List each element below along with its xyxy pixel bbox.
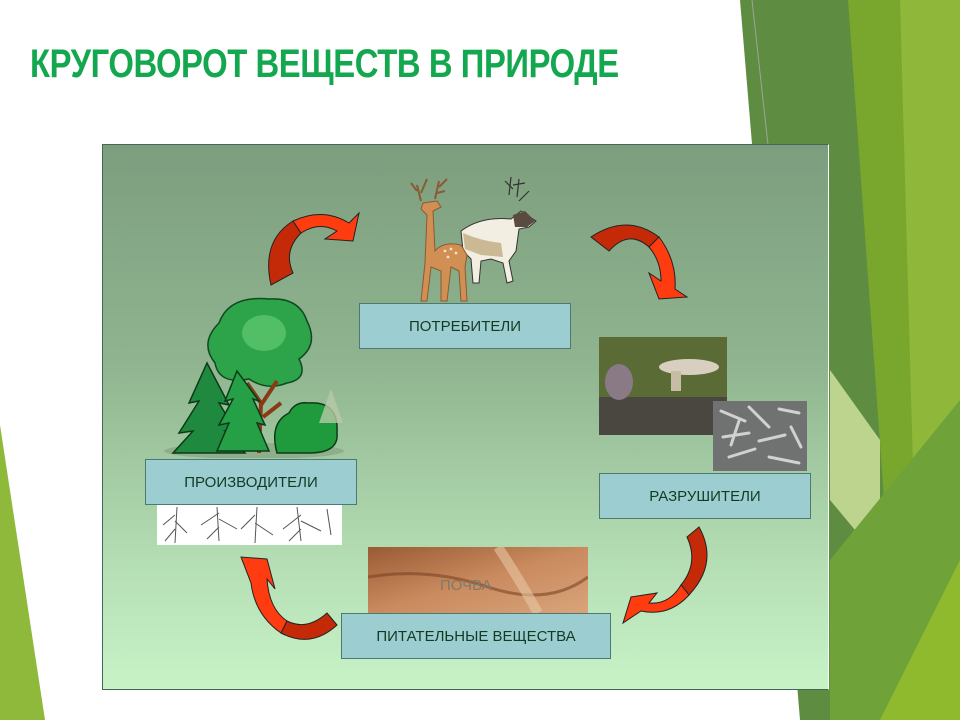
slide-title: КРУГОВОРОТ ВЕЩЕСТВ В ПРИРОДЕ xyxy=(30,42,619,86)
cycle-diagram-panel: ПОТРЕБИТЕЛИ ПРОИЗВОДИТЕЛИ РАЗРУШИТЕЛИ xyxy=(102,144,829,690)
consumers-label: ПОТРЕБИТЕЛИ xyxy=(359,303,571,349)
mushroom-bacteria-icon xyxy=(599,337,807,471)
arrow-producers-to-consumers xyxy=(268,211,360,286)
arrow-consumers-to-decomposers xyxy=(590,224,689,300)
trees-icon xyxy=(164,297,344,458)
soil-icon xyxy=(368,547,588,613)
roots-icon xyxy=(157,505,342,545)
nutrients-label: ПИТАТЕЛЬНЫЕ ВЕЩЕСТВА xyxy=(341,613,611,659)
arrow-nutrients-to-producers xyxy=(240,556,338,640)
arrow-decomposers-to-nutrients xyxy=(622,526,708,625)
decomposers-label: РАЗРУШИТЕЛИ xyxy=(599,473,811,519)
deer-icon xyxy=(410,176,537,302)
producers-label: ПРОИЗВОДИТЕЛИ xyxy=(145,459,357,505)
soil-caption: ПОЧВА xyxy=(440,577,492,594)
